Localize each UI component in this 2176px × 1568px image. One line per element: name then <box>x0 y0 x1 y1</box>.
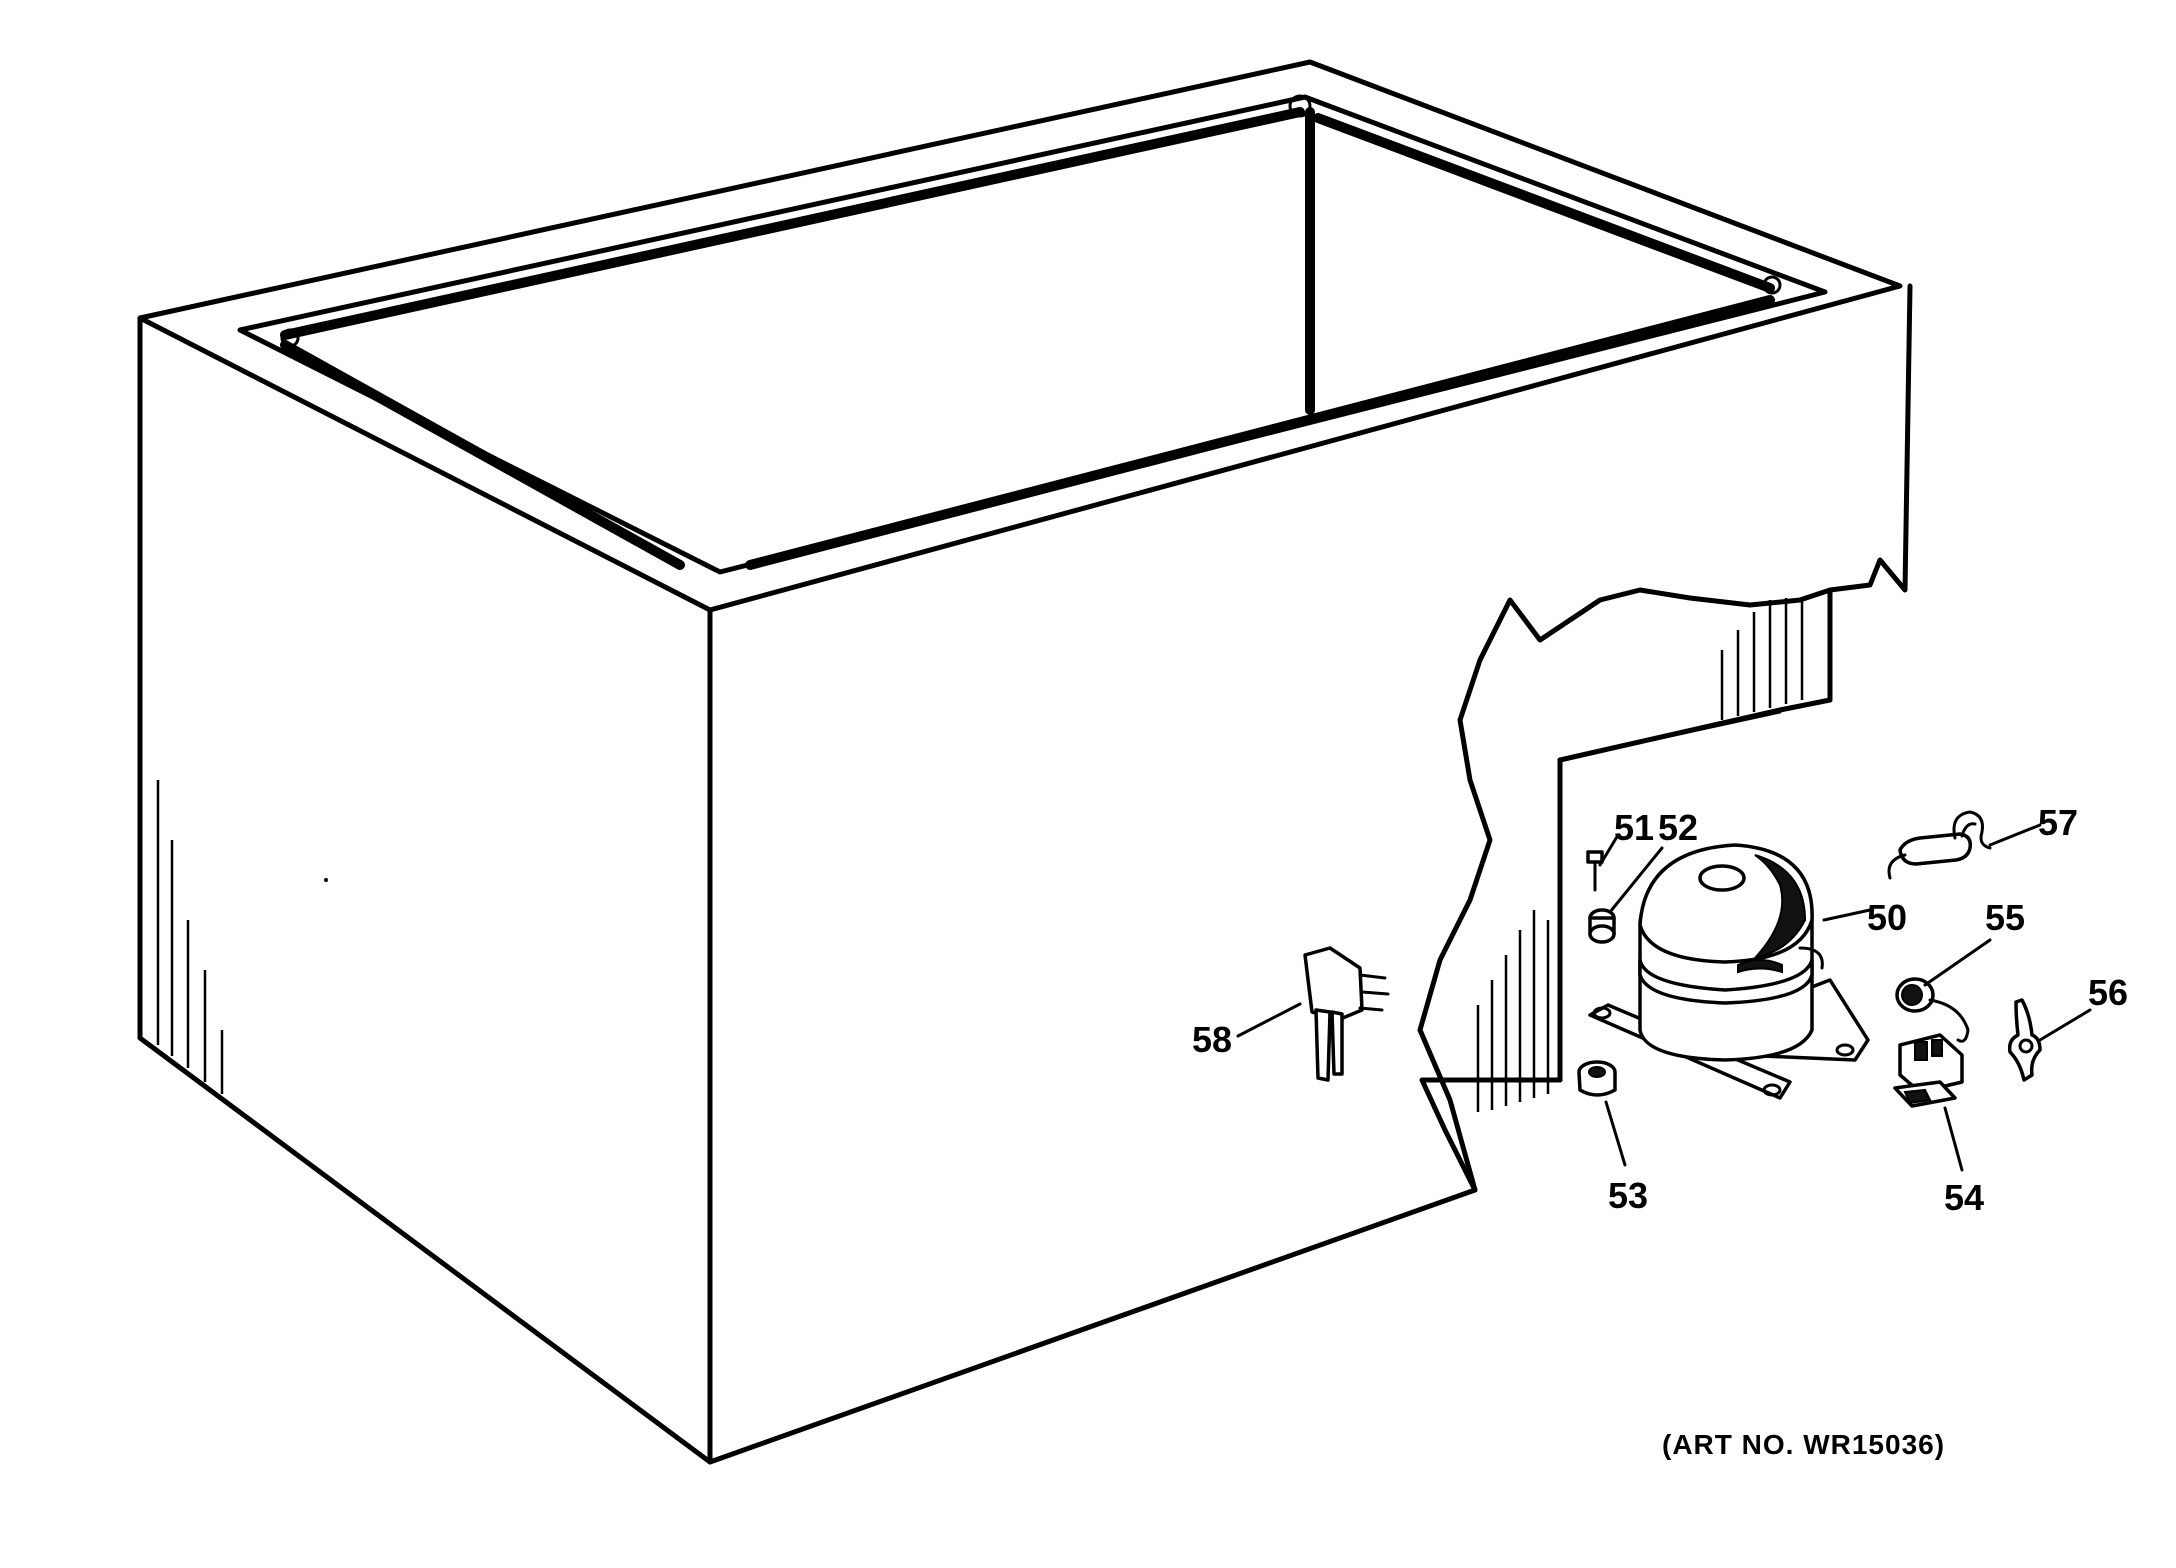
relay-icon <box>1893 1033 1964 1108</box>
rubber-foot-icon <box>1577 1060 1617 1097</box>
callout-58: 58 <box>1192 1019 1232 1060</box>
cabinet-left-side <box>137 315 713 1465</box>
callout-57: 57 <box>2038 802 2078 843</box>
cutaway-shading <box>1476 598 1804 1112</box>
cabinet-opening <box>237 94 1828 575</box>
callout-52: 52 <box>1658 807 1698 848</box>
compressor-icon <box>1588 843 1870 1100</box>
callout-56: 56 <box>2088 972 2128 1013</box>
callout-50: 50 <box>1867 897 1907 938</box>
freezer-cabinet <box>137 59 1913 1465</box>
callout-55: 55 <box>1985 897 2025 938</box>
callout-54: 54 <box>1944 1177 1984 1218</box>
cabinet-top-rim <box>137 59 1903 613</box>
power-cord-plug-icon <box>1303 946 1390 1082</box>
overload-protector-icon <box>1895 977 1970 1043</box>
leader-lines <box>1236 823 2092 1172</box>
cutaway-edge <box>1417 587 1833 1193</box>
art-number: (ART NO. WR15036) <box>1662 1429 1945 1460</box>
callout-51: 51 <box>1614 807 1654 848</box>
wire-harness-icon <box>1887 810 1992 880</box>
screw-icon <box>1586 850 1604 892</box>
mounting-clip-icon <box>2007 998 2042 1082</box>
grommet-icon <box>1588 908 1616 944</box>
side-shading <box>156 780 224 1094</box>
callout-labels: 50 51 52 53 54 55 56 57 58 <box>1192 802 2128 1218</box>
callout-53: 53 <box>1608 1175 1648 1216</box>
